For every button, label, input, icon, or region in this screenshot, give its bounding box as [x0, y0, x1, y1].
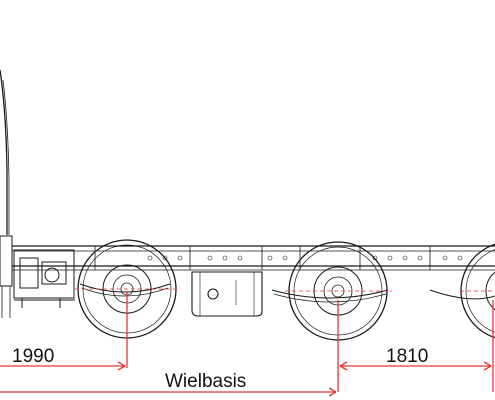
- dimension-lines: [0, 292, 494, 397]
- frame-rail: [12, 245, 495, 271]
- axle-centerlines: [75, 288, 495, 292]
- fuel-tank: [191, 271, 263, 317]
- dimension-1990-label: 1990: [12, 346, 54, 367]
- cab-outline: [0, 69, 13, 318]
- wheelbase-label: Wielbasis: [165, 371, 246, 392]
- dimension-1810-label: 1810: [386, 346, 428, 367]
- leaf-springs: [79, 283, 495, 303]
- front-equipment: [13, 249, 75, 308]
